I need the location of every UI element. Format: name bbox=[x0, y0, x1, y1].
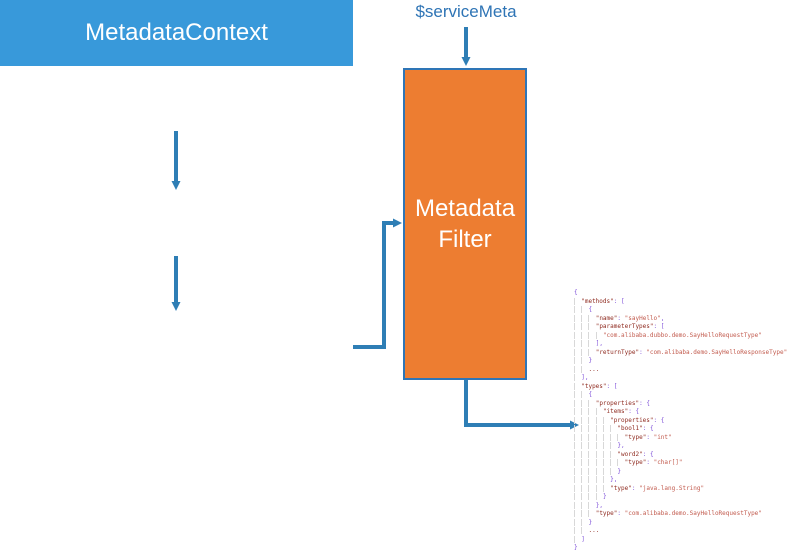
arrow-filter-to-json bbox=[464, 380, 579, 430]
service-meta-label: $serviceMeta bbox=[415, 2, 517, 21]
node-filter-label: Metadata Filter bbox=[414, 194, 516, 253]
node-context-label: MetadataContext bbox=[85, 19, 268, 47]
node-metadata-context: MetadataContext bbox=[0, 0, 353, 66]
json-metadata-snippet: { "methods": [ { "name": "sayHello", "pa… bbox=[574, 289, 788, 551]
node-metadata-filter: Metadata Filter bbox=[403, 68, 527, 380]
arrow-context-to-filter bbox=[353, 218, 402, 349]
